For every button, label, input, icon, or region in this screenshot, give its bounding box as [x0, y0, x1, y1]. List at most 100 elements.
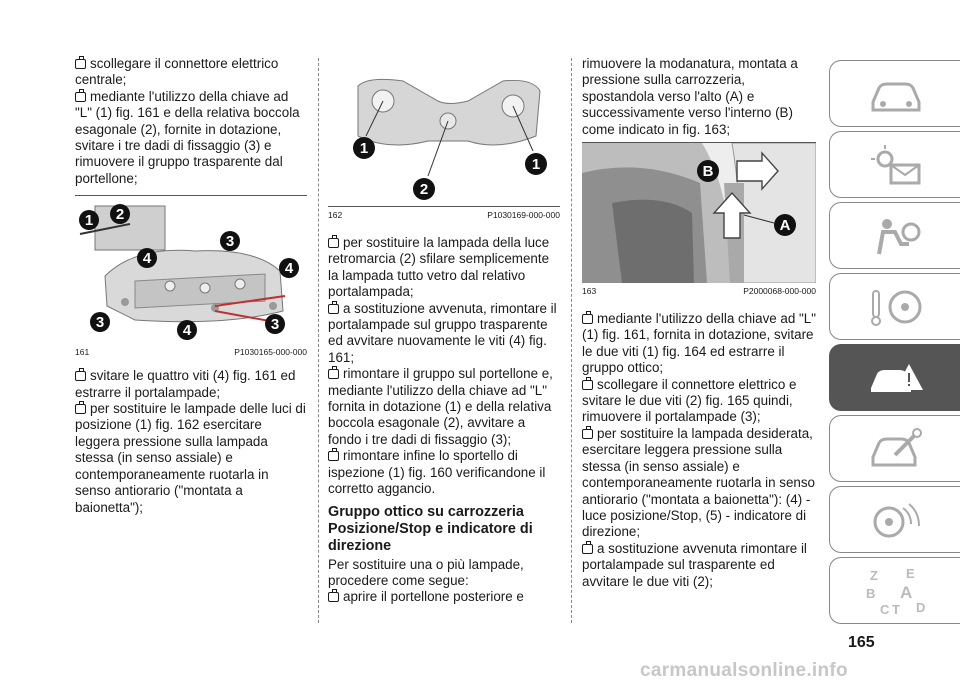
callout-A: A	[774, 214, 796, 237]
bullet-icon	[582, 376, 593, 390]
figure-number: 162	[328, 210, 343, 220]
key-steering-wheel-icon	[871, 289, 922, 326]
column-divider	[571, 58, 572, 623]
bullet-icon	[582, 311, 593, 325]
tab-emergency[interactable]	[829, 344, 960, 411]
figure-top-rule	[75, 195, 307, 197]
body-moulding-illustration	[582, 143, 816, 284]
section-heading: Gruppo ottico su carrozzeria Posizione/S…	[328, 503, 533, 554]
bullet-icon	[328, 366, 339, 380]
svg-text:4: 4	[143, 250, 152, 267]
bullet-icon	[328, 448, 339, 462]
bullet-item: per sostituire le lampade delle luci di …	[75, 401, 306, 515]
callout-3: 3	[265, 314, 285, 335]
svg-text:4: 4	[285, 260, 294, 277]
bullet-icon	[75, 401, 86, 415]
paragraph: Per sostituire una o più lampade, proced…	[328, 556, 524, 588]
svg-text:3: 3	[271, 316, 279, 333]
callout-1: 1	[353, 137, 375, 159]
callout-2: 2	[110, 204, 130, 225]
bullet-icon	[328, 300, 339, 314]
bullet-item: aprire il portellone posteriore e	[328, 589, 560, 605]
tab-car-dashboard[interactable]	[829, 60, 960, 127]
callout-1: 1	[79, 210, 99, 231]
bullet-item: scollegare il connettore elettrico e svi…	[582, 376, 797, 425]
figure-163: B A 163 P2000068-000-000	[582, 142, 816, 297]
bullet-item: svitare le quattro viti (4) fig. 161 ed …	[75, 368, 296, 400]
maintenance-wrench-icon	[871, 427, 922, 466]
svg-text:4: 4	[183, 322, 192, 339]
callout-4: 4	[177, 320, 197, 341]
figure-code: P1030165-000-000	[234, 347, 307, 358]
svg-text:Z: Z	[870, 568, 878, 583]
svg-text:A: A	[780, 217, 791, 234]
bullet-icon	[75, 368, 86, 382]
callout-layer: 1 2 3 4 4 3 4 3	[79, 204, 299, 341]
svg-text:3: 3	[96, 314, 104, 331]
bullet-item: per sostituire la lampada desiderata, es…	[582, 425, 815, 540]
tab-safety[interactable]	[829, 202, 960, 269]
bullet-icon	[328, 589, 339, 603]
bullet-item: rimontare infine lo sportello di ispezio…	[328, 448, 546, 497]
svg-text:A: A	[900, 583, 912, 602]
callout-3: 3	[90, 312, 110, 333]
svg-text:1: 1	[85, 212, 93, 229]
svg-text:C: C	[880, 602, 890, 617]
index-letters-icon: Z E B A C T D	[866, 566, 925, 617]
figure-number: 161	[75, 347, 90, 358]
bullet-icon	[582, 540, 593, 554]
bullet-icon	[582, 425, 593, 439]
watermark: carmanualsonline.info	[640, 660, 848, 681]
svg-text:3: 3	[226, 233, 234, 250]
figure-number: 163	[582, 286, 597, 297]
callout-layer: B A	[697, 160, 796, 237]
svg-text:2: 2	[116, 206, 124, 223]
bullet-icon	[328, 235, 339, 248]
multimedia-icon	[873, 502, 920, 537]
bullet-item: a sostituzione avvenuta rimontare il por…	[582, 540, 807, 589]
bullet-item: a sostituzione avvenuta, rimontare il po…	[328, 300, 557, 365]
svg-text:1: 1	[360, 140, 368, 157]
page-number: 165	[848, 634, 875, 651]
figure-161: 1 2 3 4 4 3 4 3 161 P1030165-000-000	[75, 195, 307, 358]
svg-text:2: 2	[420, 181, 428, 198]
column-3: rimuovere la modanatura, montata a press…	[582, 56, 816, 590]
svg-text:T: T	[892, 602, 900, 617]
emergency-car-icon	[871, 363, 923, 392]
callout-4: 4	[279, 258, 299, 279]
figure-code: P1030169-000-000	[487, 210, 560, 220]
figure-caption: 161 P1030165-000-000	[75, 344, 307, 358]
bullet-item: mediante l'utilizzo della chiave ad "L" …	[582, 311, 816, 376]
tab-starting-driving[interactable]	[829, 273, 960, 340]
figure-caption: 162 P1030169-000-000	[328, 207, 560, 221]
tab-lights-messages[interactable]	[829, 131, 960, 198]
callout-2: 2	[413, 178, 435, 200]
figure-top-rule	[582, 142, 816, 144]
figure-bottom-rule	[328, 206, 560, 207]
svg-text:E: E	[906, 566, 915, 581]
figure-162: 1 1 2 162 P1030169-000-000	[328, 56, 560, 221]
figure-code: P2000068-000-000	[743, 286, 816, 297]
callout-layer: 1 1 2	[353, 137, 547, 200]
bullet-icon	[75, 88, 86, 102]
bullet-item: scollegare il connettore elettrico centr…	[75, 56, 279, 88]
bullet-item: per sostituire la lampada della luce ret…	[328, 235, 550, 300]
tab-multimedia[interactable]	[829, 486, 960, 553]
column-divider	[318, 58, 319, 623]
svg-text:D: D	[916, 600, 925, 615]
svg-text:1: 1	[532, 156, 540, 173]
bullet-icon	[75, 56, 86, 69]
bullet-item: mediante l'utilizzo della chiave ad "L" …	[75, 88, 300, 186]
tab-index[interactable]: Z E B A C T D	[829, 557, 960, 624]
column-2: 1 1 2 162 P1030169-000-000 per sostituir…	[328, 56, 560, 606]
chapter-tabs: Z E B A C T D	[829, 60, 960, 628]
callout-3: 3	[220, 231, 240, 252]
svg-text:B: B	[866, 586, 875, 601]
lights-message-icon	[871, 144, 921, 184]
callout-1: 1	[525, 153, 547, 175]
safety-airbag-icon	[877, 218, 921, 254]
column-1: scollegare il connettore elettrico centr…	[75, 56, 307, 516]
callout-4: 4	[137, 248, 157, 269]
tab-maintenance[interactable]	[829, 415, 960, 482]
callout-B: B	[697, 160, 719, 183]
